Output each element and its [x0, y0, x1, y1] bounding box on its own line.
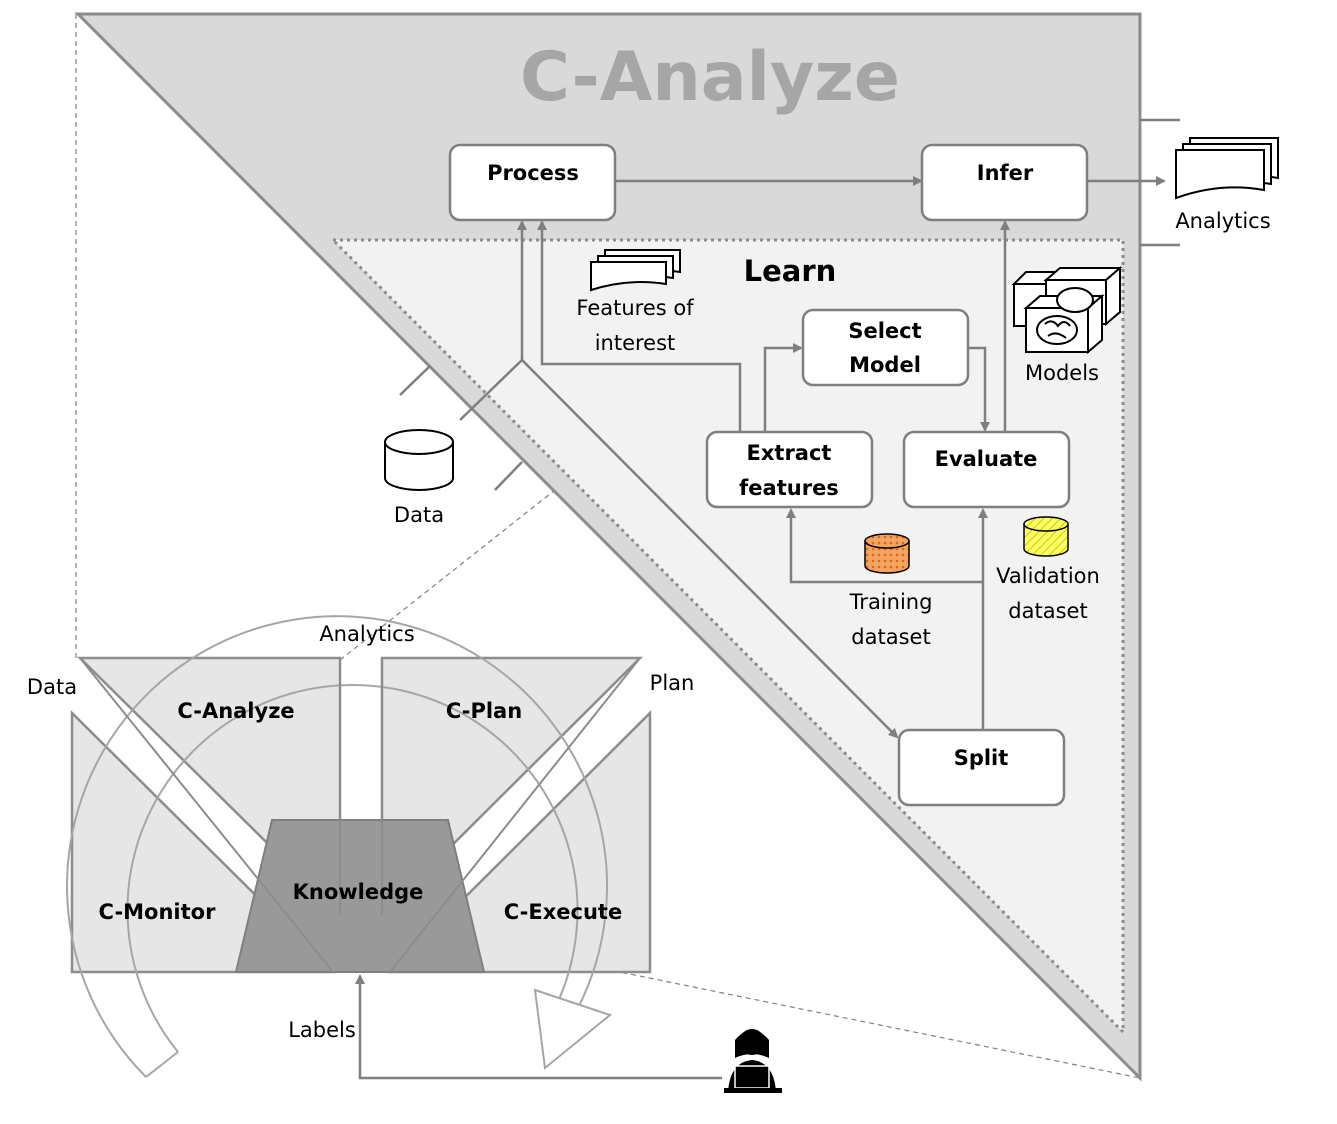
- c-analyze-title: C-Analyze: [520, 38, 900, 117]
- features-to-process-arrow: [537, 220, 742, 432]
- mapek-plan: Plan: [650, 671, 695, 695]
- mapek-data: Data: [27, 675, 77, 699]
- channel-line-2: [389, 657, 641, 973]
- channel-line-1: [79, 657, 334, 973]
- data-label: Data: [394, 503, 444, 527]
- validation-label-1: Validation: [996, 564, 1100, 588]
- mapek-knowledge: Knowledge: [293, 880, 424, 904]
- user-laptop-icon: [724, 1029, 782, 1093]
- split-label: Split: [954, 746, 1009, 770]
- zoom-guide-mid: [339, 489, 556, 661]
- features-document-icon: [590, 249, 681, 292]
- data-inlet-tick-1: [399, 365, 431, 396]
- mapek-c-plan: C-Plan: [446, 699, 522, 723]
- process-label: Process: [487, 161, 579, 185]
- mapek-c-monitor: C-Monitor: [99, 900, 217, 924]
- data-to-split-arrow: [459, 358, 899, 739]
- loop-ring-outer: [66, 615, 609, 1078]
- evaluate-node: Evaluate: [902, 430, 1071, 509]
- features-label-2: interest: [595, 331, 676, 355]
- extract-to-select-arrow: [763, 343, 803, 432]
- loop-ring-inner: [126, 684, 579, 1053]
- analytics-output-label: Analytics: [1175, 209, 1270, 233]
- cylinder-data-icon: [384, 429, 454, 491]
- process-node: Process: [448, 143, 617, 222]
- mapek-c-analyze: C-Analyze: [177, 699, 294, 723]
- split-node: Split: [897, 728, 1066, 807]
- infer-label: Infer: [977, 161, 1034, 185]
- select-model-node: Select Model: [801, 308, 970, 387]
- evaluate-label: Evaluate: [935, 447, 1038, 471]
- extract-label-1: Extract: [747, 441, 832, 465]
- labels-feedback-arrow: [355, 974, 722, 1080]
- extract-features-node: Extract features: [705, 430, 874, 509]
- loop-ring-cap: [145, 1051, 179, 1078]
- output-bracket: [1140, 118, 1180, 247]
- data-inlet-tick-2: [494, 461, 523, 491]
- models-label: Models: [1025, 361, 1099, 385]
- validation-dataset-icon: [1023, 516, 1069, 557]
- training-label-1: Training: [849, 590, 933, 614]
- mapek-c-execute: C-Execute: [504, 900, 622, 924]
- brain-models-icon: [1011, 265, 1123, 355]
- training-label-2: dataset: [851, 625, 930, 649]
- extract-label-2: features: [739, 476, 839, 500]
- document-stack-icon: [1175, 137, 1279, 200]
- validation-label-2: dataset: [1008, 599, 1087, 623]
- split-to-extract-arrow: [786, 508, 983, 584]
- mapek-analytics: Analytics: [319, 622, 414, 646]
- mapek-labels: Labels: [288, 1018, 356, 1042]
- infer-node: Infer: [920, 143, 1089, 222]
- select-model-label-2: Model: [849, 353, 921, 377]
- select-model-label-1: Select: [848, 319, 921, 343]
- mapek-loop: C-Analyze C-Plan C-Monitor C-Execute Kno…: [27, 615, 722, 1080]
- learn-title: Learn: [744, 254, 837, 288]
- select-to-evaluate-arrow: [968, 346, 990, 432]
- features-label-1: Features of: [576, 296, 694, 320]
- knowledge-block: [234, 819, 486, 973]
- training-dataset-icon: [864, 533, 910, 574]
- loop-arrowhead: [533, 988, 613, 1070]
